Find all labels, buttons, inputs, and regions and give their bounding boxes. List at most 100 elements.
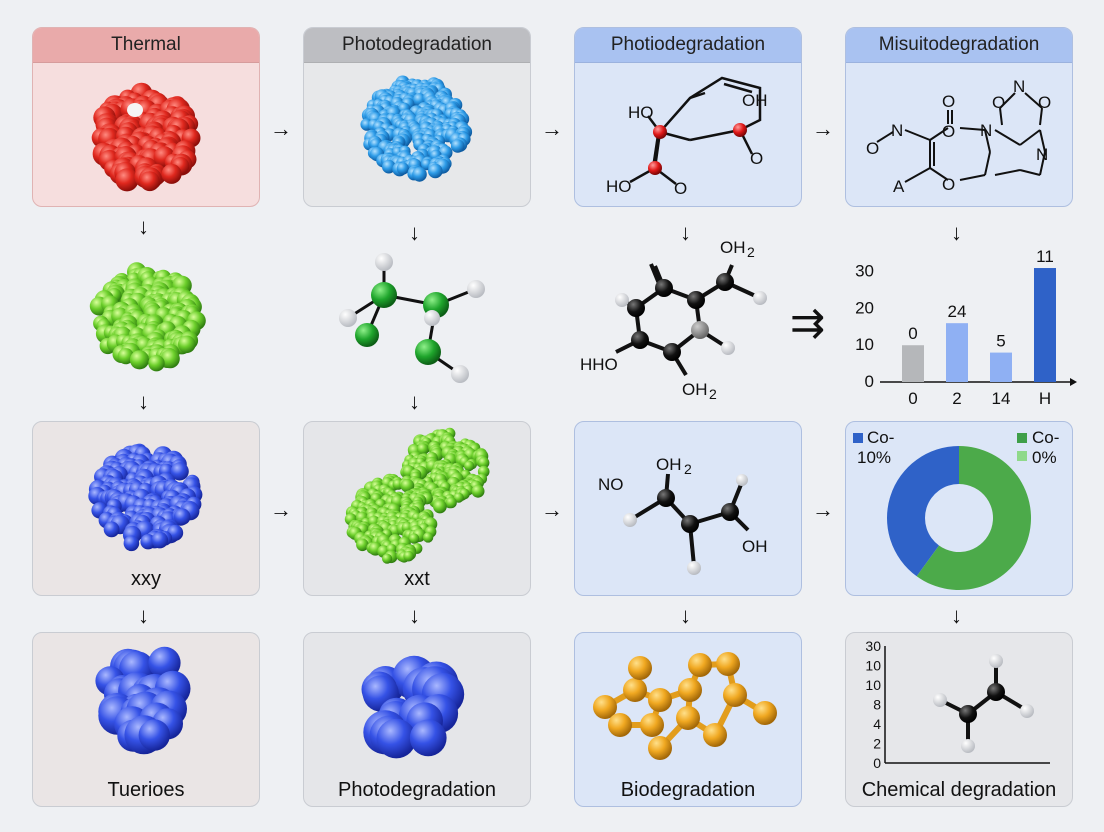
down-arrow-c2-1: ↓: [409, 220, 420, 245]
gold-atom: [676, 706, 700, 730]
down-arrow-c4-3: ↓: [951, 603, 962, 628]
tuerioes-label: Tuerioes: [107, 779, 185, 801]
m3-oh2-bottom: OH: [682, 380, 708, 399]
lime-sphere: [178, 335, 196, 354]
lime-sphere: [422, 532, 434, 543]
gold-atom: [640, 713, 664, 737]
red-sphere: [161, 163, 182, 184]
lime-sphere: [117, 348, 134, 365]
bar: [1034, 268, 1056, 382]
double-arrow: ⇉: [790, 299, 826, 346]
gold-atoms: [593, 652, 777, 760]
red-sphere: [139, 171, 160, 192]
x-tick-label: 14: [992, 389, 1011, 408]
down-arrow-c1-1: ↓: [138, 214, 149, 239]
right-arrow-r1-2: →: [541, 116, 563, 141]
down-arrow-c2-3: ↓: [409, 603, 420, 628]
lime-sphere: [408, 533, 420, 544]
lime-sphere: [463, 460, 475, 472]
blue-sphere: [103, 521, 120, 538]
legend-label: Co-: [867, 428, 894, 447]
down-arrow-c1-3: ↓: [138, 603, 149, 628]
legend-label: Co-: [1032, 428, 1059, 447]
lime-sphere: [148, 355, 165, 372]
gold-network: [602, 661, 768, 751]
hexagon-molecule: [615, 263, 761, 377]
misuitodegradation-card: Misuitodegradation: [845, 27, 1073, 207]
sky-sphere: [428, 163, 443, 179]
y-tick-label: 30: [855, 262, 874, 281]
sky-sphere: [412, 167, 427, 182]
xxy-label: xxy: [131, 568, 161, 590]
legend-swatch: [1017, 451, 1027, 461]
y-tick-label: 4: [873, 716, 881, 732]
blue-sphere: [170, 462, 189, 481]
y-tick-label: 30: [865, 638, 881, 654]
lime-sphere: [417, 443, 429, 455]
photodegradation-label: Photodegradation: [338, 779, 496, 801]
y-tick-label: 10: [865, 677, 881, 693]
m2-o-bottom: O: [942, 175, 955, 194]
gold-atom: [648, 736, 672, 760]
legend-label: 10%: [857, 448, 891, 467]
gold-atom: [593, 695, 617, 719]
photiodegradation-header: Photiodegradation: [575, 28, 801, 63]
xxt-label: xxt: [404, 568, 430, 590]
m2-n-top: N: [1013, 77, 1025, 96]
blue-photo-cluster: [360, 75, 473, 182]
m4-sub: 2: [684, 461, 692, 477]
lime-sphere: [129, 350, 150, 370]
big-blue-sphere: [138, 719, 170, 751]
big-blue-sphere: [376, 718, 417, 759]
right-arrow-r3-3: →: [812, 497, 834, 522]
m1-ho-bottom: HO: [606, 177, 632, 196]
right-arrow-r1-3: →: [812, 116, 834, 141]
m3-hho: HHO: [580, 355, 618, 374]
x-axis-arrow: [1070, 378, 1077, 386]
y-tick-label: 10: [865, 658, 881, 674]
gold-atom: [753, 701, 777, 725]
blue-photodegradation-cluster: [361, 655, 465, 759]
gold-atom: [716, 652, 740, 676]
gold-atom: [623, 678, 647, 702]
lime-sphere: [403, 550, 415, 562]
photodegradation-header: Photodegradation: [304, 28, 530, 63]
big-blue-sphere: [409, 719, 447, 757]
thermal-header: Thermal: [33, 28, 259, 63]
right-arrow-r1-1: →: [270, 116, 292, 141]
down-arrow-c4-1: ↓: [951, 220, 962, 245]
m2-n-mid: N: [980, 121, 992, 140]
structural-formula-2: [876, 92, 1046, 183]
y-tick-label: 8: [873, 697, 881, 713]
y-tick-label: 10: [855, 335, 874, 354]
bar-data-label: 5: [996, 332, 1005, 351]
gold-atom: [648, 688, 672, 712]
bar: [946, 323, 968, 382]
m2-n-left: N: [891, 121, 903, 140]
hexagon-atoms: [615, 273, 767, 361]
lime-sphere: [433, 499, 447, 514]
down-arrow-c3-1: ↓: [680, 220, 691, 245]
gold-atom: [723, 683, 747, 707]
lime-sphere: [160, 349, 180, 369]
white-highlight-sphere: [127, 103, 143, 117]
down-arrow-c1-2: ↓: [138, 389, 149, 414]
bar-data-label: 24: [948, 302, 967, 321]
x-tick-label: 2: [952, 389, 961, 408]
blue-sphere: [151, 531, 169, 549]
down-arrow-c3-3: ↓: [680, 603, 691, 628]
donut-slice: [887, 446, 959, 577]
m1-oh-right: OH: [742, 91, 768, 110]
gold-atom: [688, 653, 712, 677]
m1-o-bottom: O: [674, 179, 687, 198]
sky-sphere: [382, 159, 396, 174]
photiodegradation-card: Photiodegradation: [574, 27, 802, 207]
y-tick-label: 20: [855, 298, 874, 317]
blue-xxy-cluster: [88, 443, 203, 552]
lime-sphere: [445, 497, 457, 509]
lime-sphere: [356, 538, 369, 552]
m1-ho-top: HO: [628, 103, 654, 122]
bar: [990, 352, 1012, 382]
